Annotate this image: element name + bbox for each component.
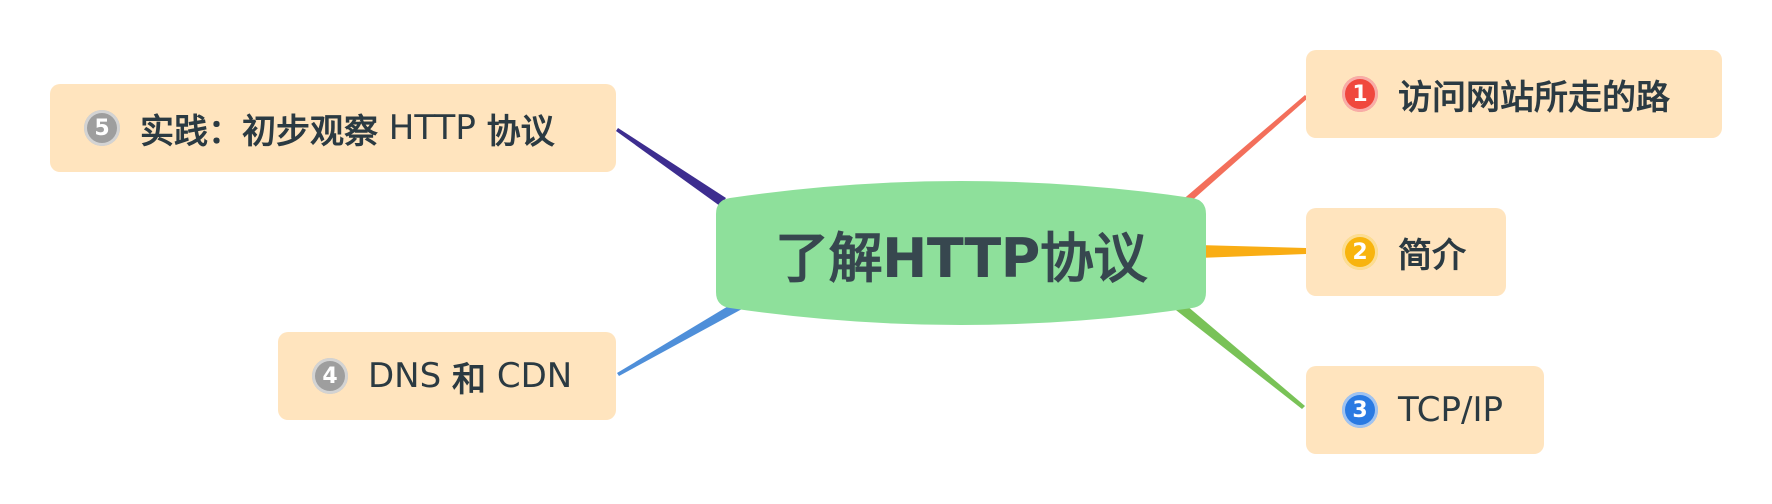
number-badge-5: 5	[84, 110, 120, 146]
central-topic-shape	[716, 181, 1206, 325]
number-badge-1: 1	[1342, 76, 1378, 112]
topic-visit-website-path[interactable]: 1 访问网站所走的路	[1306, 50, 1722, 138]
number-badge-4: 4	[312, 358, 348, 394]
central-topic-label: 了解HTTP协议	[775, 226, 1147, 290]
number-badge-2: 2	[1342, 234, 1378, 270]
topic-label-part: HTTP	[378, 108, 487, 148]
topic-introduction[interactable]: 2 简介	[1306, 208, 1506, 296]
connector-topic-4	[617, 302, 742, 376]
topic-label-part: 协议	[486, 111, 555, 152]
connector-topic-3	[1172, 300, 1305, 409]
central-topic[interactable]: 了解HTTP协议	[716, 180, 1206, 326]
topic-practice-observe-http[interactable]: 5 实践：初步观察 HTTP 协议	[50, 84, 616, 172]
connector-topic-5	[616, 128, 726, 206]
topic-label: TCP/IP	[1398, 390, 1504, 430]
number-badge-3: 3	[1342, 392, 1378, 428]
topic-label-part: CDN	[486, 356, 573, 396]
topic-label-part: 实践：初步观察	[140, 111, 378, 152]
topic-dns-and-cdn[interactable]: 4 DNS 和 CDN	[278, 332, 616, 420]
topic-tcp-ip[interactable]: 3 TCP/IP	[1306, 366, 1544, 454]
connector-topic-2	[1198, 245, 1306, 258]
connector-topic-1	[1180, 95, 1308, 204]
topic-label: 简介	[1398, 235, 1466, 276]
topic-label: 访问网站所走的路	[1398, 77, 1670, 118]
topic-label-part: DNS	[368, 356, 453, 396]
topic-label-part: 和	[452, 359, 487, 400]
